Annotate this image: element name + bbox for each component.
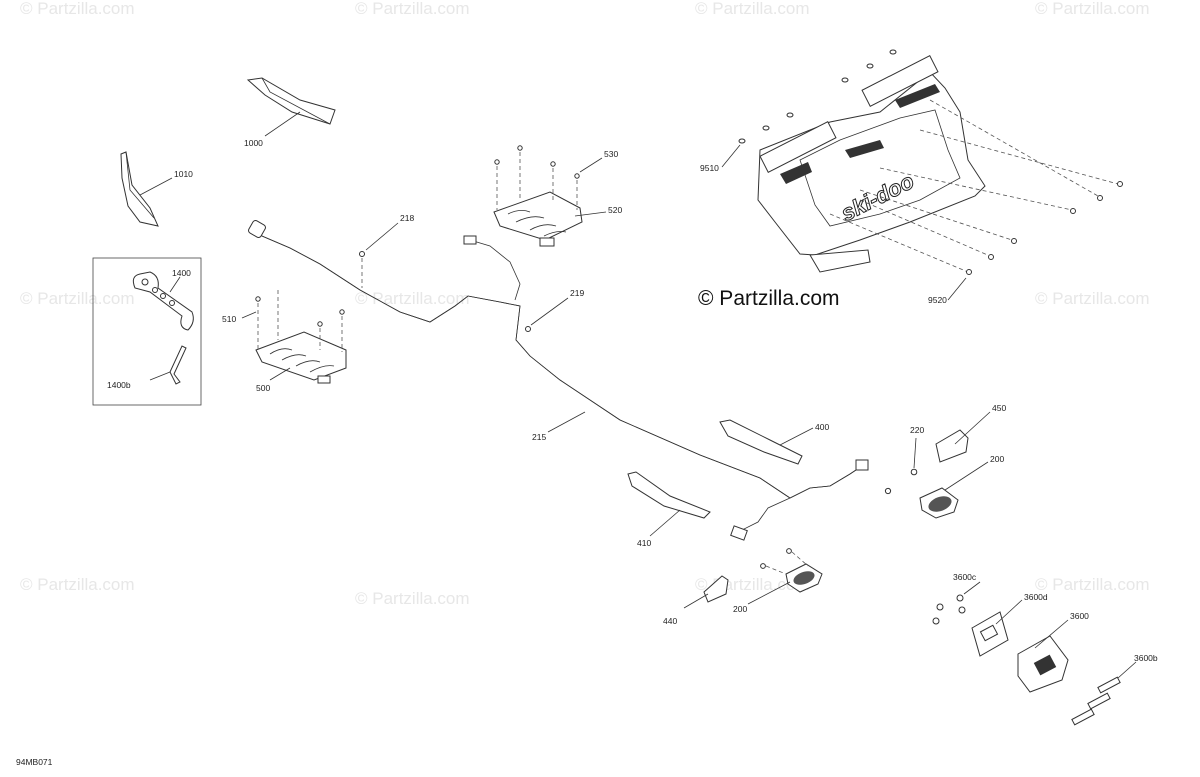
- part-219-clip: 219: [525, 288, 584, 332]
- watermark: © Partzilla.com: [695, 0, 810, 18]
- callout-520: 520: [608, 205, 622, 215]
- callout-1010: 1010: [174, 169, 193, 179]
- callout-9520: 9520: [928, 295, 947, 305]
- part-1400-toolkit: 1400 1400b: [92, 257, 202, 406]
- callout-3600b: 3600b: [1134, 653, 1158, 663]
- watermark: © Partzilla.com: [20, 0, 135, 18]
- watermark: © Partzilla.com: [1035, 0, 1150, 18]
- watermark: © Partzilla.com: [355, 589, 470, 608]
- callout-220: 220: [910, 425, 924, 435]
- callout-3600: 3600: [1070, 611, 1089, 621]
- part-1000-reflector: 1000: [244, 77, 336, 148]
- part-410-reflector: 410: [627, 471, 711, 548]
- part-450-lens: 450: [935, 403, 1006, 463]
- callout-530: 530: [604, 149, 618, 159]
- brand-watermark: © Partzilla.com: [698, 287, 840, 310]
- watermark: © Partzilla.com: [20, 289, 135, 308]
- watermark: © Partzilla.com: [355, 289, 470, 308]
- callout-450: 450: [992, 403, 1006, 413]
- watermark: © Partzilla.com: [20, 575, 135, 594]
- callout-219: 219: [570, 288, 584, 298]
- callout-500: 500: [256, 383, 270, 393]
- part-400-reflector: 400: [719, 419, 829, 465]
- callout-400: 400: [815, 422, 829, 432]
- watermark: © Partzilla.com: [355, 0, 470, 18]
- callout-440: 440: [663, 616, 677, 626]
- watermark: © Partzilla.com: [1035, 575, 1150, 594]
- callout-510: 510: [222, 314, 236, 324]
- callout-1400: 1400: [172, 268, 191, 278]
- part-200-light-left: 200: [733, 548, 823, 614]
- part-440-lens: 440: [663, 575, 729, 626]
- callout-218: 218: [400, 213, 414, 223]
- callout-1400b: 1400b: [107, 380, 131, 390]
- callout-200-left: 200: [733, 604, 747, 614]
- part-3600-hitch: 3600 3600d 3600c 3600b: [932, 572, 1158, 726]
- diagram-code: 94MB071: [16, 757, 53, 767]
- part-rear-flap-assembly: ski-doo 9510 9520: [700, 49, 1123, 305]
- watermark-layer: © Partzilla.com © Partzilla.com © Partzi…: [20, 0, 1150, 608]
- callout-1000: 1000: [244, 138, 263, 148]
- callout-3600c: 3600c: [953, 572, 977, 582]
- callout-215: 215: [532, 432, 546, 442]
- part-218-clip: 218: [359, 213, 414, 288]
- part-520-plate: 520 530: [493, 145, 622, 247]
- part-220-nut: 220: [884, 425, 924, 495]
- part-500-plate: 500 510: [222, 290, 347, 393]
- callout-3600d: 3600d: [1024, 592, 1048, 602]
- watermark: © Partzilla.com: [1035, 289, 1150, 308]
- part-1010-reflector: 1010: [120, 151, 193, 227]
- callout-9510: 9510: [700, 163, 719, 173]
- callout-200-right: 200: [990, 454, 1004, 464]
- part-200-light-right: 200: [919, 454, 1004, 519]
- part-215-harness: 215: [248, 220, 869, 541]
- callout-410: 410: [637, 538, 651, 548]
